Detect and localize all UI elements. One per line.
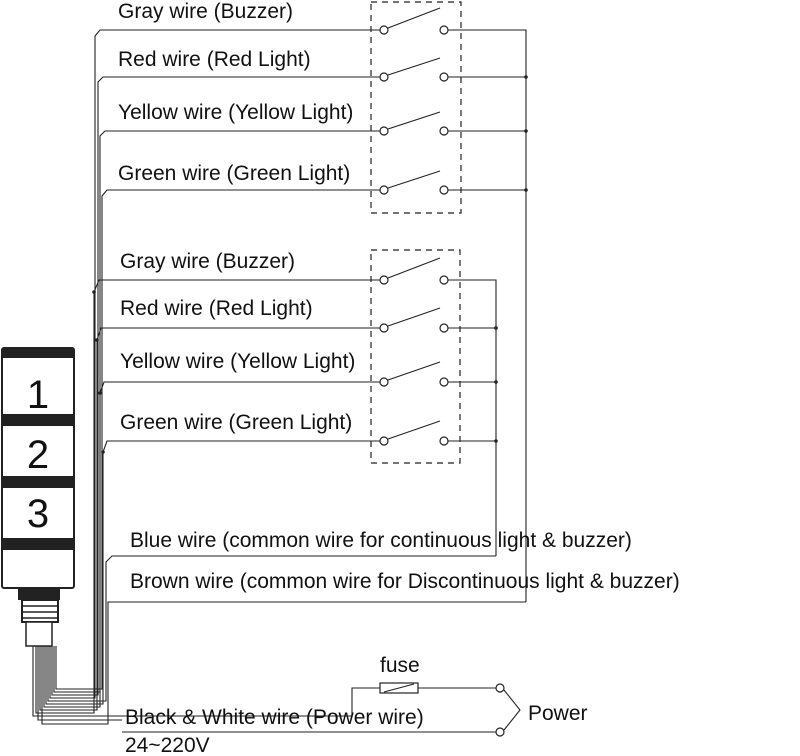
fuse-label: fuse bbox=[380, 654, 420, 677]
brown-wire-label: Brown wire (common wire for Discontinuou… bbox=[130, 570, 680, 593]
upper-red-wire-label: Red wire (Red Light) bbox=[118, 48, 311, 71]
switch-bank-upper bbox=[370, 1, 528, 602]
tower-level-2: 2 bbox=[27, 433, 49, 477]
voltage-label: 24~220V bbox=[125, 734, 210, 756]
blue-wire-label: Blue wire (common wire for continuous li… bbox=[130, 529, 632, 552]
lower-gray-wire-label: Gray wire (Buzzer) bbox=[120, 250, 295, 273]
signal-tower bbox=[1, 347, 75, 647]
tower-level-3: 3 bbox=[27, 492, 49, 536]
power-label: Power bbox=[528, 702, 588, 725]
switch-bank-lower bbox=[92, 249, 498, 556]
power-circuit bbox=[122, 682, 521, 737]
upper-green-wire-label: Green wire (Green Light) bbox=[118, 162, 350, 185]
power-wire-label: Black & White wire (Power wire) bbox=[125, 706, 424, 729]
upper-gray-wire-label: Gray wire (Buzzer) bbox=[118, 0, 293, 23]
upper-yellow-wire-label: Yellow wire (Yellow Light) bbox=[118, 101, 353, 124]
lower-yellow-wire-label: Yellow wire (Yellow Light) bbox=[120, 350, 355, 373]
tower-level-1: 1 bbox=[27, 373, 49, 417]
lower-red-wire-label: Red wire (Red Light) bbox=[120, 297, 313, 320]
cable-bundle bbox=[32, 29, 526, 725]
lower-green-wire-label: Green wire (Green Light) bbox=[120, 411, 352, 434]
